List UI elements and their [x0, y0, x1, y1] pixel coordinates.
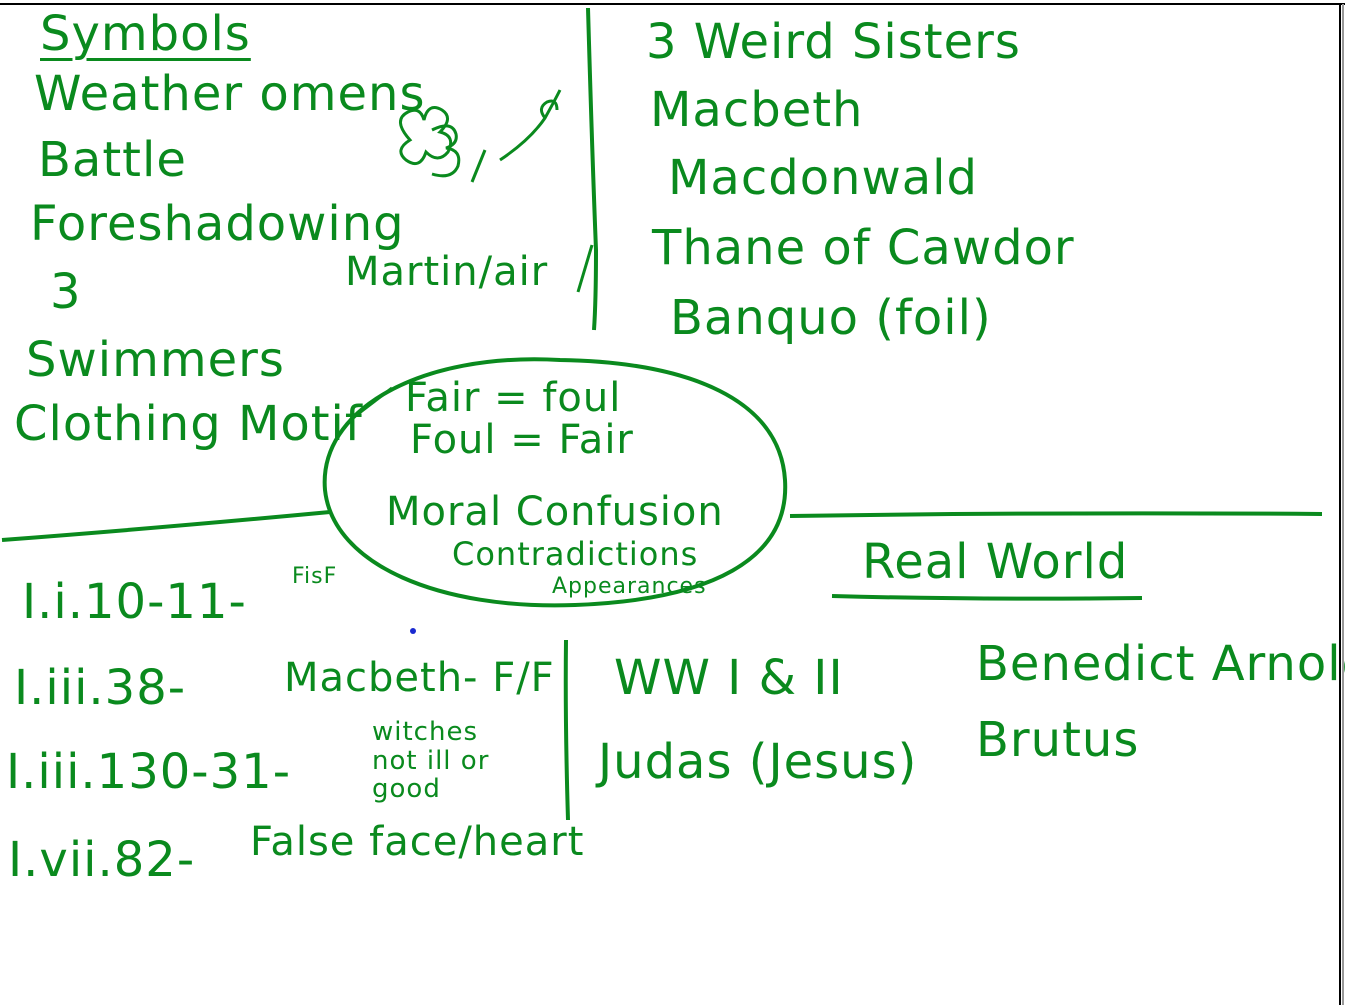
center-fair-foul: Fair = foul: [405, 375, 622, 421]
quote-note-3: witches not ill or good: [372, 717, 490, 805]
real-world-underline: [831, 594, 1143, 601]
symbols-item-battle: Battle: [38, 132, 187, 188]
symbols-item-swimmers: Swimmers: [26, 332, 285, 388]
character-weird-sisters: 3 Weird Sisters: [646, 14, 1021, 70]
center-moral-confusion: Moral Confusion: [386, 489, 724, 535]
motif-connector: [349, 386, 393, 422]
stray-dot: [410, 628, 416, 634]
real-world-heading: Real World: [862, 534, 1129, 590]
slash-doodle: [470, 149, 487, 183]
quote-note-4: False face/heart: [250, 819, 585, 865]
horizontal-divider-right: [789, 511, 1323, 518]
quote-ref-3: I.iii.130-31-: [6, 744, 292, 800]
quote-ref-4: I.vii.82-: [8, 832, 196, 888]
real-world-brutus: Brutus: [976, 712, 1140, 768]
character-thane-of-cawdor: Thane of Cawdor: [652, 220, 1075, 276]
martin-slash: [576, 244, 594, 293]
center-appearances: Appearances: [552, 574, 707, 599]
symbols-item-foreshadowing: Foreshadowing: [30, 196, 405, 252]
character-banquo: Banquo (foil): [670, 290, 992, 346]
center-contradictions: Contradictions: [452, 535, 699, 573]
symbols-heading: Symbols: [40, 6, 251, 62]
flower-doodle: [399, 106, 453, 166]
real-world-ww: WW I & II: [614, 650, 844, 706]
center-foul-fair: Foul = Fair: [410, 417, 634, 463]
character-macdonwald: Macdonwald: [668, 150, 978, 206]
quote-note-1: FisF: [292, 564, 338, 589]
vertical-divider-bottom: [563, 639, 570, 821]
quote-ref-2: I.iii.38-: [14, 660, 187, 716]
horizontal-divider-left: [1, 510, 331, 542]
real-world-judas: Judas (Jesus): [598, 734, 918, 790]
number-3-doodle: [431, 124, 461, 178]
symbols-item-weather: Weather omens: [34, 66, 426, 122]
symbols-item-clothing: Clothing Motif: [14, 396, 363, 452]
sword-doodle: [499, 89, 562, 162]
quote-ref-1: I.i.10-11-: [22, 574, 247, 630]
vertical-divider-top: [586, 7, 599, 331]
symbols-martin-note: Martin/air: [345, 249, 549, 295]
character-macbeth: Macbeth: [650, 82, 864, 138]
real-world-benedict: Benedict Arnold: [976, 636, 1345, 692]
quote-note-2: Macbeth- F/F: [284, 655, 555, 701]
symbols-item-three: 3: [50, 264, 82, 320]
